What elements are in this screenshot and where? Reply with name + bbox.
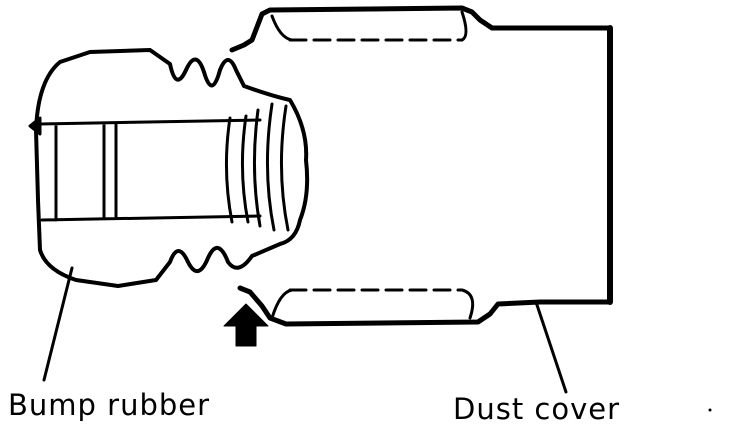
dust-cover-inner-corner-tl: [270, 14, 294, 42]
dust-cover-inner-corner-br: [460, 288, 475, 320]
stray-dot: [708, 408, 712, 412]
pointer-arrow: [223, 303, 269, 347]
dust-cover-top-edge: [229, 5, 613, 53]
dust-cover-inner-corner-bl: [270, 288, 294, 320]
bump-rubber-label: Bump rubber: [8, 388, 211, 422]
dust-cover-label: Dust cover: [453, 392, 621, 426]
bump-rubber-outline: [34, 48, 310, 288]
dust-cover: [229, 5, 613, 327]
bump-rubber-shaft: [38, 118, 262, 222]
dust-cover-leader-line: [534, 300, 568, 394]
bump-rubber-stop-ring: [224, 102, 290, 232]
bump-rubber-tip: [28, 116, 42, 136]
bump-rubber-leader-line: [42, 266, 74, 382]
bump-rubber: [28, 48, 310, 288]
dust-cover-inner-corner-tr: [460, 10, 468, 42]
dust-cover-bottom-edge: [237, 285, 613, 327]
